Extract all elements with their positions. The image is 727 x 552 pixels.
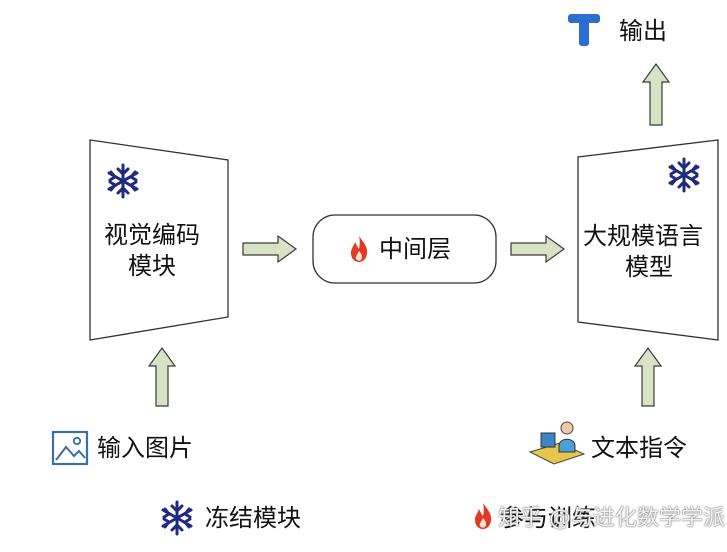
output-icon [568,14,600,46]
arrow-middle-to-llm [510,234,566,264]
watermark: 知乎 @与进化数学学派 [498,506,725,531]
arrow-encoder-to-middle [242,234,298,264]
vision-encoder-label-line2: 模块 [128,252,176,280]
legend-flame-icon [475,503,492,529]
arrow-image-to-encoder [147,346,177,407]
input-image-label: 输入图片 [97,434,193,462]
llm-label-line2: 模型 [625,253,673,281]
image-icon [51,430,89,466]
text-instruction-label: 文本指令 [591,434,687,462]
legend-trainable-label: 参与训练 [500,504,596,532]
llm-label-line1: 大规模语言 [583,222,703,250]
arrow-text-to-llm [633,346,663,407]
arrow-llm-to-output [641,62,671,126]
vision-encoder-label-line1: 视觉编码 [104,221,200,249]
legend-snowflake-icon [161,500,193,536]
middle-layer-label: 中间层 [379,235,451,263]
output-label: 输出 [619,17,667,45]
legend-frozen-label: 冻结模块 [205,504,301,532]
person-at-desk-icon [528,421,586,465]
middle-layer-block [312,214,497,284]
